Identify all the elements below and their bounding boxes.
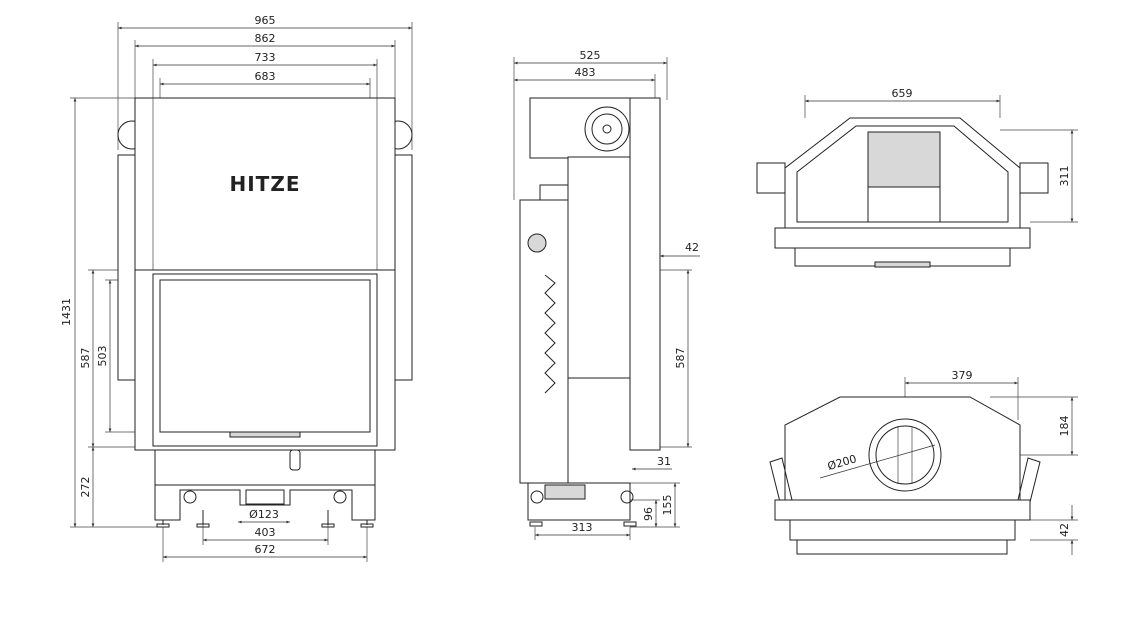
brand-logo: HITZE bbox=[230, 172, 301, 196]
top-view: 659 311 bbox=[756, 87, 1078, 268]
side-panel-right bbox=[394, 154, 413, 381]
dim-flue-height: 184 bbox=[1058, 416, 1071, 437]
top-grate bbox=[867, 131, 941, 188]
dim-top-width: 659 bbox=[892, 87, 913, 100]
dim-leg-spacing-outer: 672 bbox=[255, 543, 276, 556]
door-frame bbox=[134, 269, 396, 451]
dim-flue-diameter: Ø123 bbox=[249, 508, 279, 521]
dim-door-offset: 31 bbox=[657, 455, 671, 468]
front-frame-profile bbox=[629, 97, 661, 451]
fan bbox=[584, 106, 630, 152]
air-control-lever bbox=[289, 449, 301, 471]
dim-frame-offset: 42 bbox=[685, 241, 699, 254]
dim-depth-body: 483 bbox=[575, 66, 596, 79]
dim-leg-spacing-inner: 403 bbox=[255, 526, 276, 539]
dim-air-inlet-center: 96 bbox=[642, 507, 655, 521]
dim-top-depth: 311 bbox=[1058, 166, 1071, 187]
dim-width-glass: 683 bbox=[255, 70, 276, 83]
dim-flue-offset: 379 bbox=[952, 369, 973, 382]
dim-height-door: 587 bbox=[79, 348, 92, 369]
dim-height-overall: 1431 bbox=[60, 298, 73, 326]
front-view: 965 862 733 683 1431 587 503 272 Ø123 40… bbox=[60, 14, 413, 562]
rear-view: 379 184 42 Ø200 bbox=[769, 369, 1078, 555]
flue-collar bbox=[868, 418, 942, 492]
upper-casing bbox=[134, 97, 396, 271]
dim-width-overall: 965 bbox=[255, 14, 276, 27]
dim-depth-overall: 525 bbox=[580, 49, 601, 62]
side-panel-left bbox=[117, 154, 136, 381]
dim-leg-spacing: 313 bbox=[572, 521, 593, 534]
dim-side-door-height: 587 bbox=[674, 348, 687, 369]
dim-height-glass: 503 bbox=[96, 346, 109, 367]
dim-base-height: 42 bbox=[1058, 523, 1071, 537]
base-frame bbox=[154, 449, 376, 486]
stove-box bbox=[567, 156, 631, 379]
dim-air-inlet-height: 155 bbox=[661, 495, 674, 516]
side-view: 525 483 42 587 31 155 96 313 bbox=[513, 49, 700, 540]
dim-height-base: 272 bbox=[79, 477, 92, 498]
dim-width-door: 733 bbox=[255, 51, 276, 64]
dim-width-body: 862 bbox=[255, 32, 276, 45]
